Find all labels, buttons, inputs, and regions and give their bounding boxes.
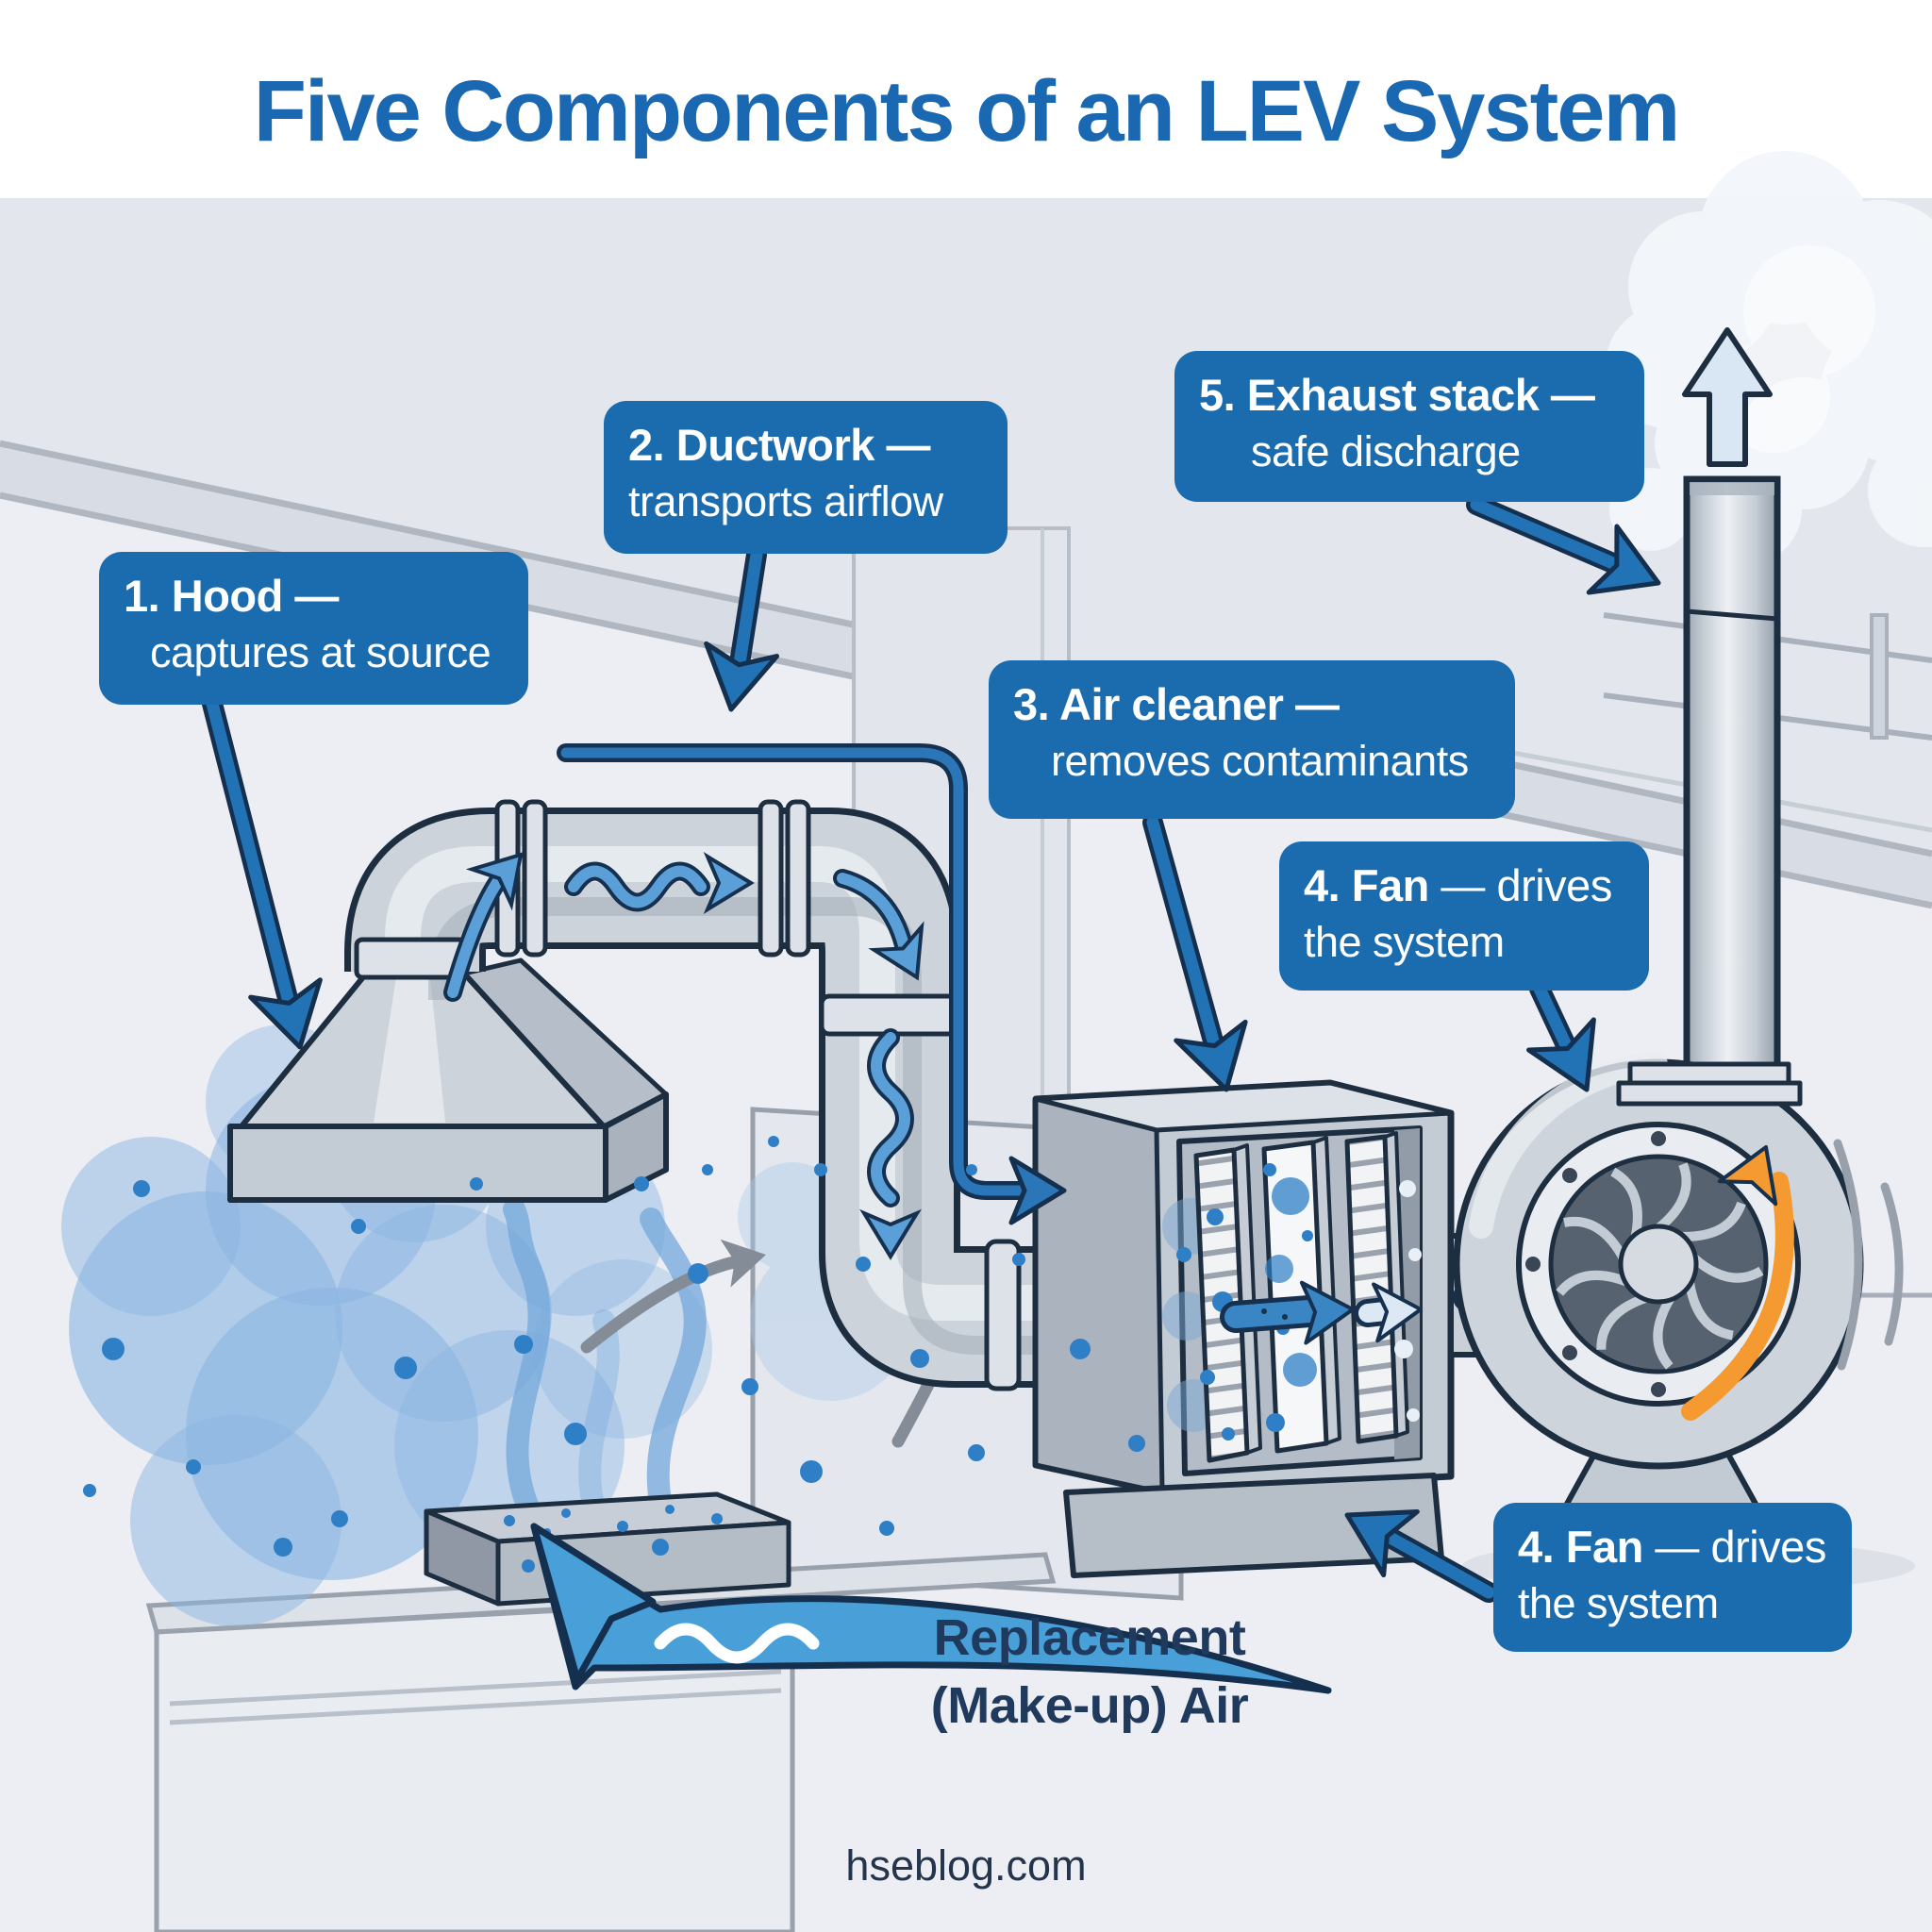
label-ductwork-line1: 2. Ductwork — xyxy=(628,420,930,470)
label-air-cleaner: 3. Air cleaner — removes contaminants xyxy=(989,660,1515,819)
clean-air-arrow xyxy=(1354,1282,1423,1343)
label-fan-lower-line2: the system xyxy=(1518,1579,1719,1627)
leader-ductwork-trace xyxy=(557,743,1067,1225)
label-fan-upper-line1: 4. Fan — drives xyxy=(1304,860,1612,910)
makeup-air-annotation: Replacement (Make-up) Air xyxy=(854,1604,1325,1740)
label-air-cleaner-line1: 3. Air cleaner — xyxy=(1013,679,1340,729)
label-fan-upper: 4. Fan — drives the system xyxy=(1279,841,1649,991)
makeup-air-wave xyxy=(654,1623,820,1664)
leader-arrows xyxy=(201,494,1661,1603)
label-fan-upper-line2: the system xyxy=(1304,918,1505,966)
filter-panel-3 xyxy=(1344,1131,1409,1444)
capture-hood xyxy=(227,958,669,1203)
fan-hub xyxy=(1618,1224,1699,1305)
label-fan-lower: 4. Fan — drives the system xyxy=(1493,1503,1852,1652)
label-hood-line2: captures at source xyxy=(150,628,491,676)
dirty-air-arrow xyxy=(1220,1280,1355,1345)
leader-hood xyxy=(201,690,323,1050)
contaminant-dots xyxy=(83,1136,1191,1573)
filter-panel-2 xyxy=(1261,1136,1341,1454)
leader-fan-upper xyxy=(1526,978,1596,1092)
label-exhaust-stack: 5. Exhaust stack — safe discharge xyxy=(1174,351,1644,502)
makeup-air-line1: Replacement xyxy=(933,1609,1246,1666)
makeup-air-arrow xyxy=(530,1523,1332,1694)
label-hood: 1. Hood — captures at source xyxy=(99,552,528,705)
airflow-arrows xyxy=(443,852,924,1260)
label-ductwork: 2. Ductwork — transports airflow xyxy=(604,401,1008,554)
vibration-arcs xyxy=(1833,1139,1904,1371)
makeup-air-line2: (Make-up) Air xyxy=(930,1677,1249,1734)
page-title: Five Components of an LEV System xyxy=(253,63,1681,159)
exhaust-stack xyxy=(1683,475,1781,1070)
discharge-up-arrow xyxy=(1682,327,1773,467)
clean-air-dots xyxy=(1394,1180,1422,1422)
fan-impeller xyxy=(1556,1162,1764,1370)
leader-fan-lower xyxy=(1344,1508,1499,1603)
label-exhaust-stack-line2: safe discharge xyxy=(1251,427,1521,475)
leader-ductwork xyxy=(704,544,780,712)
air-cleaner xyxy=(1032,1079,1455,1578)
label-air-cleaner-line2: removes contaminants xyxy=(1051,737,1469,785)
footer-watermark: hseblog.com xyxy=(845,1841,1087,1890)
label-hood-line1: 1. Hood — xyxy=(124,571,339,621)
label-ductwork-line2: transports airflow xyxy=(628,477,943,525)
label-exhaust-stack-line1: 5. Exhaust stack — xyxy=(1199,370,1595,420)
leader-exhaust-stack xyxy=(1466,494,1661,595)
smoke-tendrils xyxy=(503,1198,707,1521)
orange-rotation-arrow xyxy=(1681,1145,1794,1421)
label-fan-lower-line1: 4. Fan — drives xyxy=(1518,1522,1826,1572)
leader-air-cleaner xyxy=(1142,812,1248,1092)
